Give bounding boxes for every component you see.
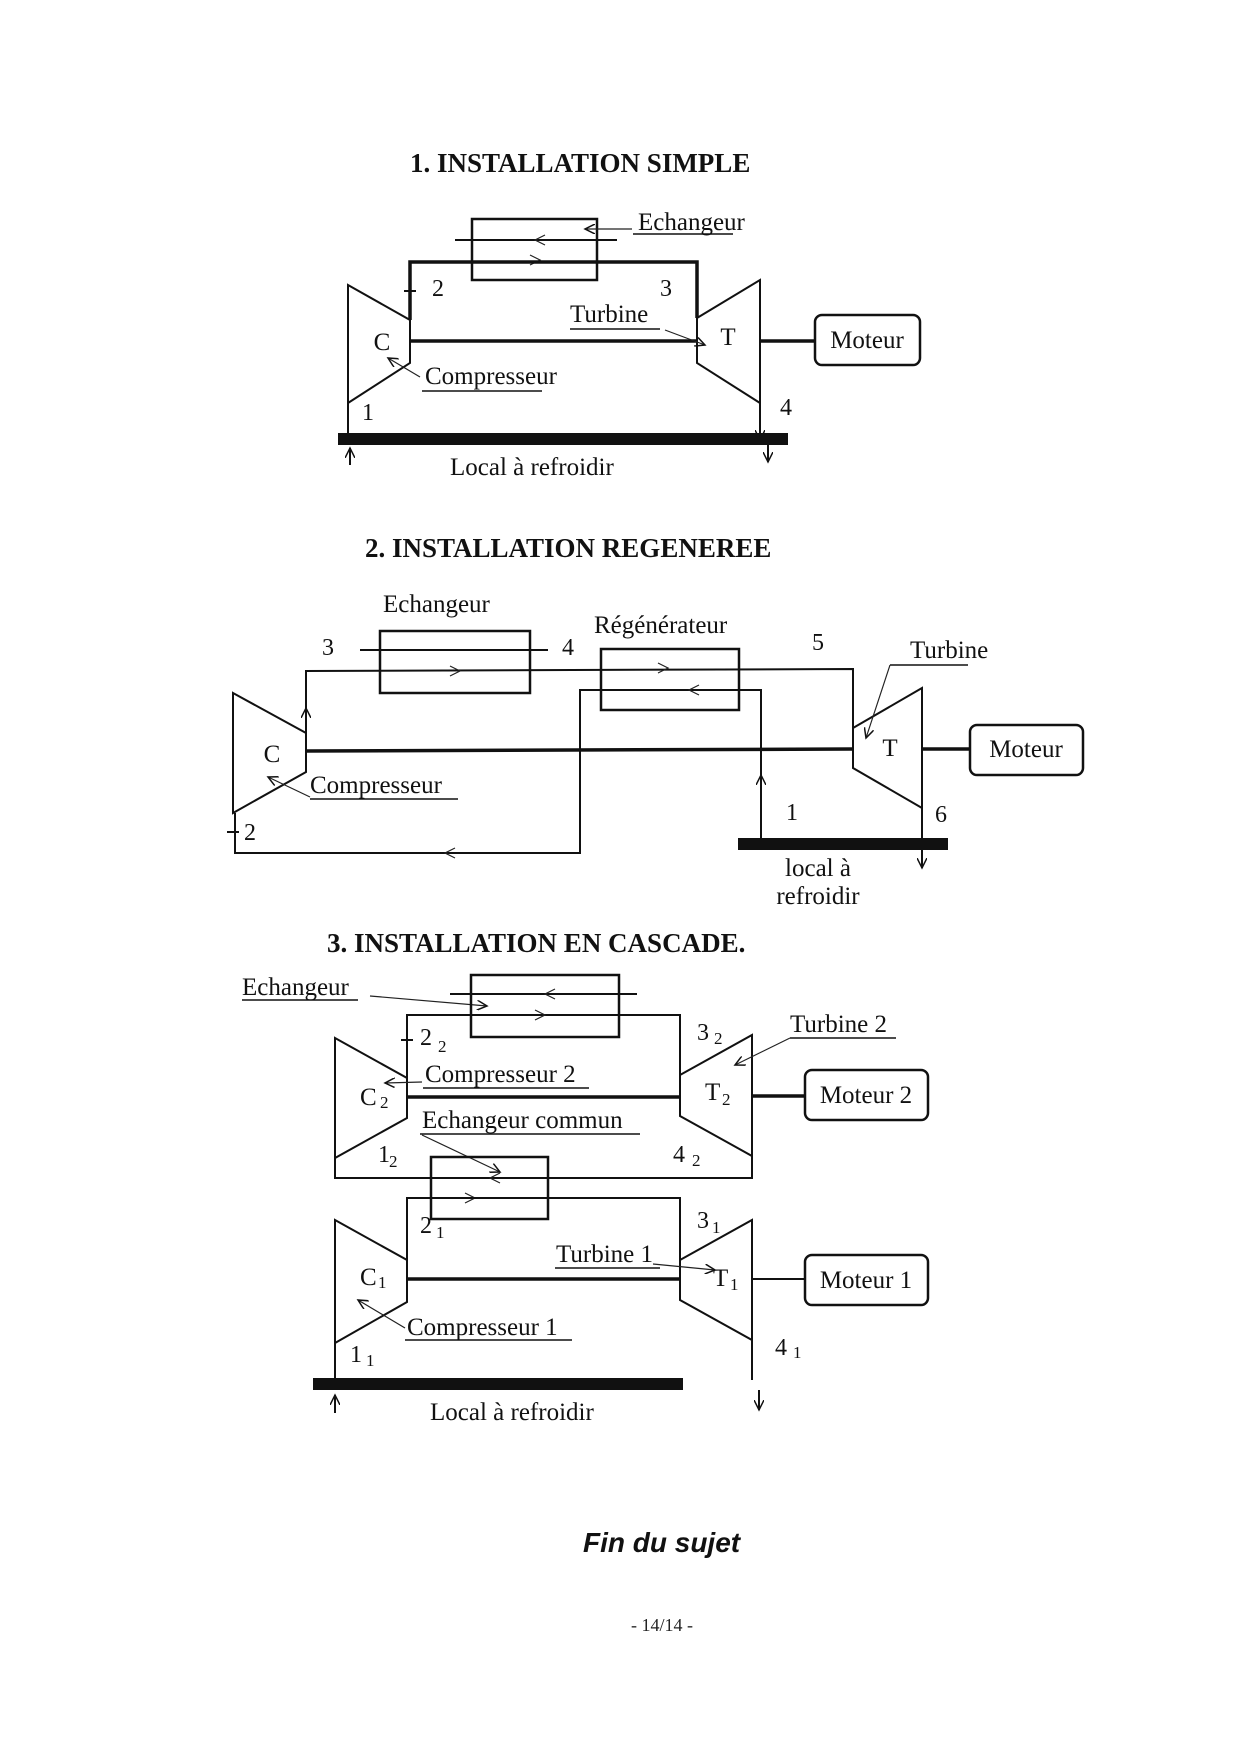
svg-text:1: 1 [366,1351,375,1370]
point-4: 4 [562,635,574,661]
svg-text:1: 1 [730,1275,739,1294]
compressor-shape [347,283,411,405]
motor2-label: Moteur 2 [820,1082,912,1109]
svg-text:2: 2 [714,1029,723,1048]
point-3: 3 [660,276,672,302]
svg-text:1: 1 [793,1343,802,1362]
turbine-symbol: T [882,735,897,762]
exchanger-label: Echangeur [242,974,350,1001]
point-2: 2 [244,820,256,846]
motor1-box [803,1253,930,1307]
section-regenerated: 2. INSTALLATION REGENEREE Echangeur 3 4 … [227,533,1085,910]
section-cascade: 3. INSTALLATION EN CASCADE. Echangeur C … [242,928,930,1426]
svg-text:2: 2 [389,1152,398,1171]
room-label-line1: local à [785,855,851,882]
flow-return [234,689,762,854]
svg-text:2: 2 [722,1090,731,1109]
flow-compressor-to-turbine [305,667,854,733]
room-bar [313,1378,683,1390]
top-exchanger-box [469,973,621,1039]
point-1: 1 [786,800,798,826]
flow-stage2-return [334,1156,753,1179]
motor2-box [803,1068,930,1122]
room-label: Local à refroidir [450,454,614,481]
room-bar [338,433,788,445]
compressor-symbol: C [374,329,391,356]
svg-text:2: 2 [380,1093,389,1112]
point-2: 2 [432,276,444,302]
turbine-label: Turbine [910,637,988,664]
point-4: 4 [780,395,792,421]
regenerator-box [599,647,741,712]
arrow-left-icon [533,234,546,246]
motor-box [813,313,922,367]
turbine-symbol: T [720,324,735,351]
svg-text:1: 1 [378,1273,387,1292]
compressor2-shape [334,1036,408,1160]
point-2-1: 2 [420,1213,432,1239]
motor-label: Moteur [989,736,1063,763]
svg-text:2: 2 [692,1151,701,1170]
flow-stage2-hot [406,1014,681,1078]
point-4-1: 4 [775,1335,787,1361]
exchanger-box [378,629,532,695]
section-simple: 1. INSTALLATION SIMPLE Echangeur C T Mot… [338,148,922,481]
point-1: 1 [362,400,374,426]
common-exchanger-label: Echangeur commun [422,1107,623,1134]
point-3: 3 [322,635,334,661]
page-number: - 14/14 - [631,1615,693,1635]
section-title-simple: 1. INSTALLATION SIMPLE [410,148,750,178]
point-3-1: 3 [697,1208,709,1234]
svg-text:1: 1 [712,1218,721,1237]
point-1-1: 1 [350,1342,362,1368]
motor1-label: Moteur 1 [820,1267,912,1294]
compressor1-label: Compresseur 1 [407,1314,558,1341]
point-1-2: 1 [378,1142,390,1168]
turbine2-symbol: T [705,1079,720,1106]
shaft-line [305,747,854,753]
compressor2-label: Compresseur 2 [425,1061,576,1088]
point-6: 6 [935,802,947,828]
point-2-2: 2 [420,1025,432,1051]
motor-label: Moteur [830,327,904,354]
section-title-regenerated: 2. INSTALLATION REGENEREE [365,533,771,563]
turbine2-label: Turbine 2 [790,1011,887,1038]
compressor-shape [232,691,307,815]
compressor-label: Compresseur [425,363,558,390]
compressor-label: Compresseur [310,772,443,799]
room-bar [738,838,948,850]
turbine1-label: Turbine 1 [556,1241,653,1268]
motor-box [968,723,1085,777]
section-title-cascade: 3. INSTALLATION EN CASCADE. [327,928,745,958]
svg-text:2: 2 [438,1037,447,1056]
point-5: 5 [812,630,824,656]
exchanger-label: Echangeur [383,591,491,618]
compressor1-shape [334,1218,408,1345]
room-label: Local à refroidir [430,1399,594,1426]
flow-stage1-hot [406,1197,681,1260]
point-4-2: 4 [673,1142,685,1168]
compressor-symbol: C [264,741,281,768]
exchanger-label: Echangeur [638,209,746,236]
common-exchanger-box [429,1155,550,1221]
flow-2-3 [408,260,699,320]
end-of-subject-text: Fin du sujet [583,1527,742,1558]
turbine1-symbol: T [713,1265,728,1292]
room-label-line2: refroidir [776,883,860,910]
turbine-label: Turbine [570,301,648,328]
compressor1-symbol: C [360,1264,377,1291]
exchanger-simple [455,217,617,282]
point-3-2: 3 [697,1020,709,1046]
compressor2-symbol: C [360,1084,377,1111]
svg-text:1: 1 [436,1223,445,1242]
regenerator-label: Régénérateur [594,612,728,639]
